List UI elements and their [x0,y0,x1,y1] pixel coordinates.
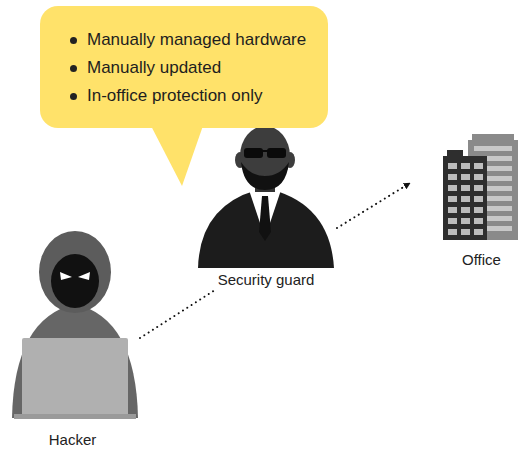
hacker-body [12,304,138,418]
front-building [443,156,487,240]
hacker-figure [12,231,138,419]
bubble-tail [148,120,205,186]
office-building [443,134,518,240]
window [461,185,470,191]
bullet-dot [70,93,77,100]
hacker-hood [39,231,111,313]
window [461,174,470,180]
figure-label: Hacker [49,431,97,448]
window [474,163,483,169]
sunglasses [267,148,286,158]
window [474,186,512,191]
window [474,185,483,191]
bullet-dot [70,65,77,72]
figure-label: Office [462,251,501,268]
window [474,218,483,224]
window [474,207,483,213]
hacker-node: Hacker [5,232,140,450]
window [448,174,457,180]
hacker-face [51,254,99,308]
sunglasses-bridge [262,150,268,152]
window [448,229,457,235]
guard-figure [198,126,334,268]
bullet-item: In-office protection only [70,82,314,110]
window [474,229,483,235]
hacker-eye [78,272,90,280]
bullet-item: Manually updated [70,54,314,82]
window-grid [448,163,483,235]
guard-beard [241,162,289,190]
sunglasses [244,148,263,158]
guard-node: Security guard [195,128,337,290]
bubble-text: In-office protection only [87,86,262,106]
speech-bubble: Manually managed hardwareManually update… [40,6,328,128]
bubble-text: Manually managed hardware [87,30,306,50]
window [461,196,470,202]
bullet-item: Manually managed hardware [70,26,314,54]
guard-tie [259,196,271,241]
window [448,207,457,213]
bullet-dot [70,37,77,44]
window [461,229,470,235]
dotted-connector [140,290,215,338]
window [474,174,483,180]
window [474,196,483,202]
window [461,207,470,213]
window [448,163,457,169]
dotted-connector [337,183,410,228]
window [474,196,512,201]
figure-label: Security guard [218,271,315,288]
front-building-top [447,150,463,157]
window [474,146,512,151]
office-node: Office [410,128,522,270]
laptop-base [14,414,136,419]
bubble-text: Manually updated [87,58,221,78]
laptop [22,338,128,418]
window [448,185,457,191]
guard-body [198,188,334,268]
hacker-eye [60,272,72,280]
window [461,218,470,224]
back-building-top [472,134,514,141]
window [448,218,457,224]
window [448,196,457,202]
window [461,163,470,169]
